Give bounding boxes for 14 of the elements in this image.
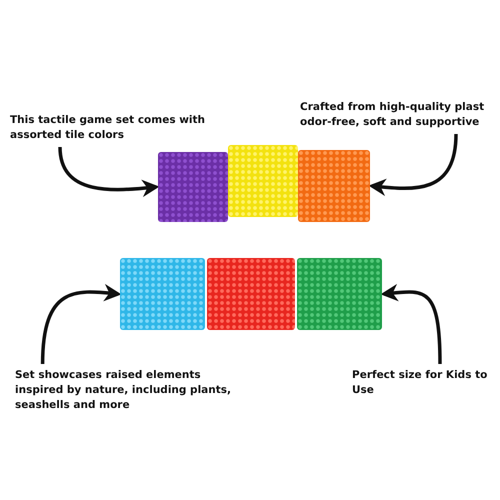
tactile-tile (297, 258, 382, 330)
tactile-tile (120, 258, 205, 330)
tactile-tile (158, 152, 228, 222)
tactile-tile (207, 258, 295, 330)
callout-text: Perfect size for Kids to Use (352, 368, 500, 398)
arrow (380, 284, 442, 364)
callout-text: This tactile game set comes with assorted tile colors (10, 113, 210, 143)
callout-text: Crafted from high-quality plast odor-free, soft and supportive (300, 100, 495, 130)
arrow (40, 284, 122, 364)
tactile-tile (228, 145, 298, 217)
arrow (58, 146, 160, 198)
callout-text: Set showcases raised elements inspired by nature, including plants, seashells and more (15, 368, 245, 413)
arrow (368, 134, 458, 196)
tactile-tile (298, 150, 370, 222)
